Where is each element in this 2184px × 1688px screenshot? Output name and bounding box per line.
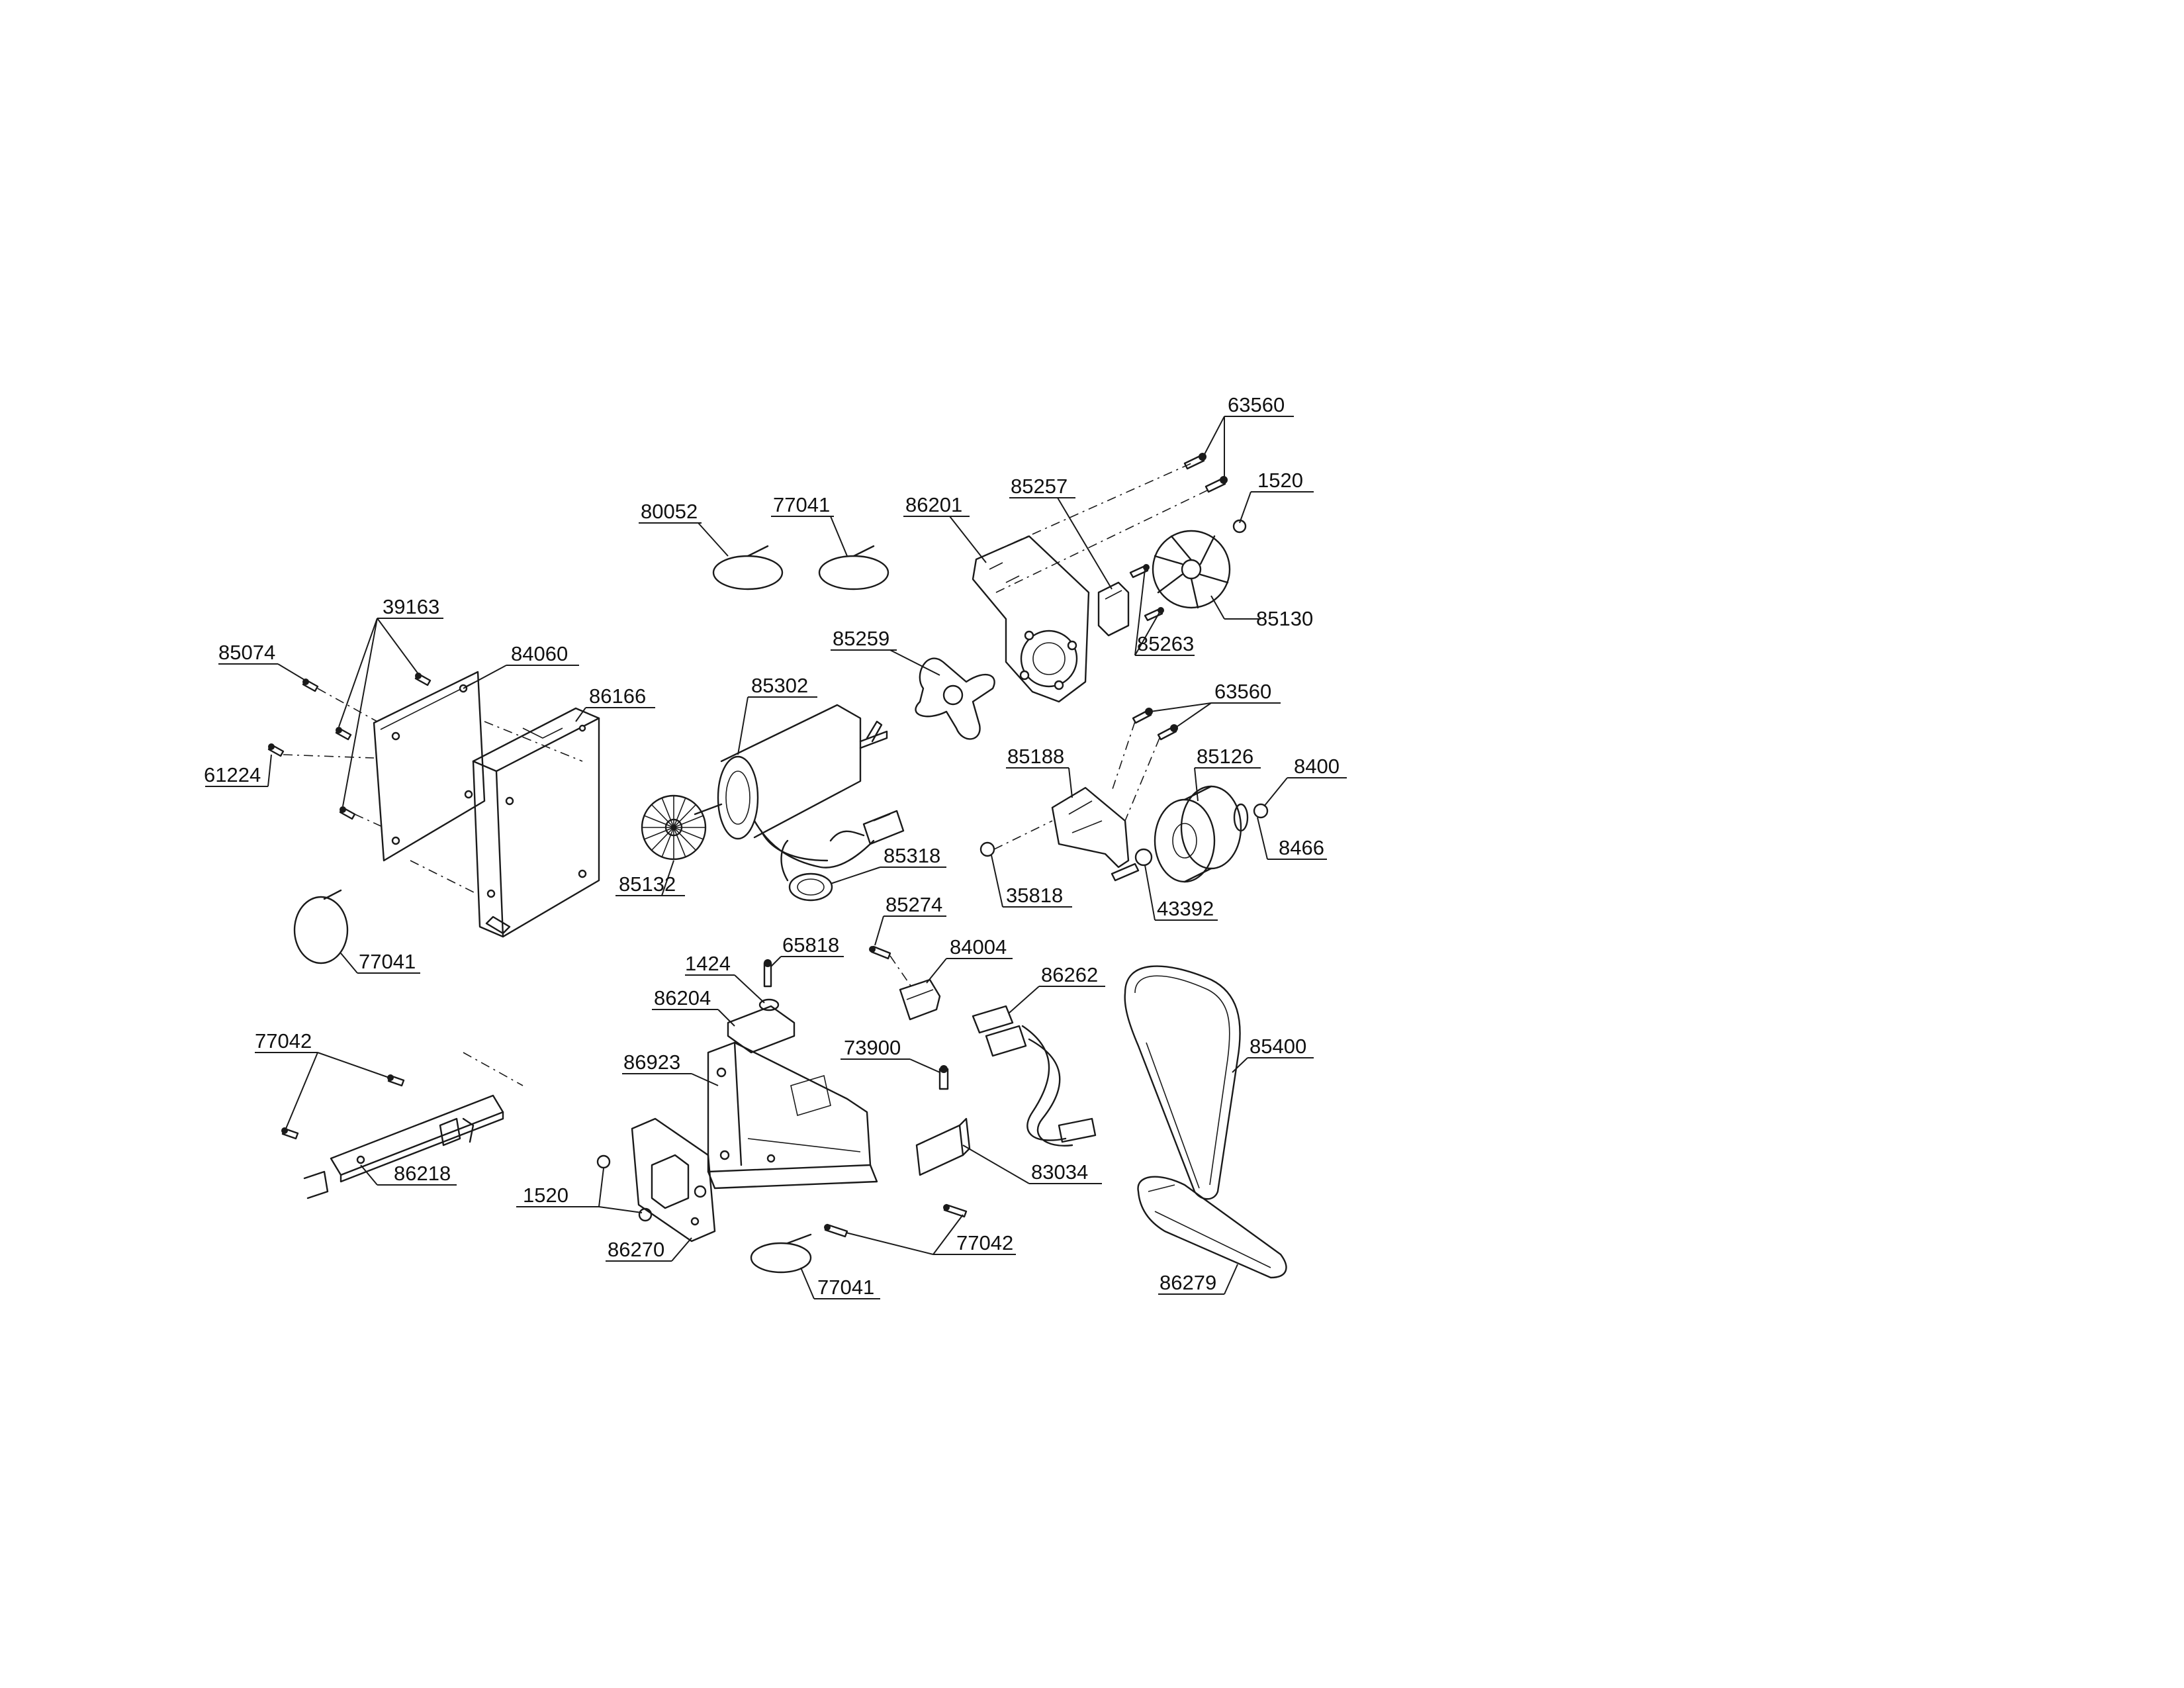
screw-77042-d (281, 1127, 299, 1140)
screw-61224 (267, 743, 285, 757)
screw-39163-c (339, 806, 356, 820)
label-1520-lower: 1520 (523, 1184, 569, 1207)
label-35818: 35818 (1006, 884, 1063, 907)
screw-85263-a (1129, 564, 1150, 579)
screw-65818 (763, 959, 772, 988)
washer-8400 (1253, 803, 1269, 819)
control-box (472, 707, 600, 938)
label-86279: 86279 (1160, 1271, 1216, 1294)
label-86201: 86201 (905, 493, 962, 516)
chassis-bracket (707, 1041, 878, 1190)
motor-harness (780, 810, 905, 902)
motor-fan (641, 794, 707, 861)
label-73900: 73900 (844, 1036, 901, 1059)
grommet-77041-left (293, 889, 349, 964)
leader-lines (205, 416, 1347, 1299)
label-63560-top: 63560 (1228, 393, 1285, 416)
label-84060: 84060 (511, 642, 568, 665)
label-83034: 83034 (1031, 1160, 1088, 1184)
solenoid (631, 1117, 716, 1243)
label-85274: 85274 (886, 893, 942, 916)
wire-tie-77041-bottom (750, 1233, 812, 1274)
label-85302: 85302 (751, 674, 808, 697)
label-86218: 86218 (394, 1162, 451, 1185)
motor (694, 704, 888, 868)
fan-85130 (1152, 530, 1231, 609)
label-77042-lower: 77042 (956, 1231, 1013, 1254)
bracket-83034 (915, 1117, 971, 1176)
motor-mount-bracket (972, 535, 1090, 703)
sensor-84004 (899, 978, 941, 1021)
label-85132: 85132 (619, 872, 676, 896)
rear-cover-plate (373, 671, 486, 862)
belt-86279 (1137, 1176, 1287, 1279)
wire-tie-77041-top (818, 545, 889, 590)
label-84004: 84004 (950, 935, 1007, 959)
screw-63560-mid-b (1157, 724, 1178, 741)
pulley-bracket (1051, 786, 1130, 868)
washer-1520-a (596, 1154, 611, 1169)
screw-63560-top-a (1183, 453, 1206, 470)
washer-43392 (1134, 848, 1153, 867)
screw-77042-b (824, 1223, 848, 1238)
label-85074: 85074 (218, 641, 275, 664)
label-77041-top: 77041 (773, 493, 830, 516)
label-80052: 80052 (641, 500, 698, 523)
label-86166: 86166 (589, 684, 646, 708)
wire-tie-80052 (712, 545, 784, 590)
screw-77042-a (943, 1203, 968, 1218)
label-8400: 8400 (1294, 755, 1340, 778)
label-65818: 65818 (782, 933, 839, 957)
screw-39163-b (335, 727, 352, 741)
label-86270: 86270 (608, 1238, 664, 1261)
star-coupling (915, 657, 995, 740)
label-61224: 61224 (204, 763, 261, 786)
label-63560-mid: 63560 (1214, 680, 1271, 703)
bracket-86204 (727, 1005, 796, 1054)
screw-73900 (938, 1065, 949, 1090)
belt-85400 (1124, 965, 1241, 1200)
shaft-screw (1111, 863, 1140, 882)
label-85263: 85263 (1137, 632, 1194, 655)
label-1424: 1424 (685, 952, 731, 975)
label-85259: 85259 (833, 627, 889, 650)
wiring-harness (972, 1005, 1097, 1147)
label-43392: 43392 (1157, 897, 1214, 920)
label-77042-left: 77042 (255, 1029, 312, 1053)
screw-77042-c (387, 1074, 405, 1087)
pulley-85126 (1154, 785, 1249, 883)
sensor-block (1097, 581, 1130, 637)
label-85318: 85318 (884, 844, 940, 867)
screw-85074 (302, 679, 319, 692)
screw-63560-mid-a (1132, 708, 1153, 724)
washer-35818 (979, 841, 995, 857)
screw-39163-a (414, 673, 432, 686)
label-1520-top: 1520 (1257, 469, 1303, 492)
label-86262: 86262 (1041, 963, 1098, 986)
washer-1520-b (638, 1207, 653, 1222)
label-8466: 8466 (1279, 836, 1324, 859)
label-77041-left: 77041 (359, 950, 416, 973)
label-85126: 85126 (1197, 745, 1253, 768)
washer-1424 (758, 998, 780, 1011)
label-85400: 85400 (1250, 1035, 1306, 1058)
label-86204: 86204 (654, 986, 711, 1009)
washer-1520-top (1232, 519, 1247, 534)
screw-85263-b (1144, 607, 1164, 622)
label-85130: 85130 (1256, 607, 1313, 630)
screw-85274 (869, 945, 891, 960)
label-77041-bottom: 77041 (817, 1276, 874, 1299)
label-85257: 85257 (1011, 475, 1068, 498)
bracket-86218 (303, 1094, 504, 1199)
label-85188: 85188 (1007, 745, 1064, 768)
label-86923: 86923 (623, 1051, 680, 1074)
label-39163: 39163 (383, 595, 439, 618)
